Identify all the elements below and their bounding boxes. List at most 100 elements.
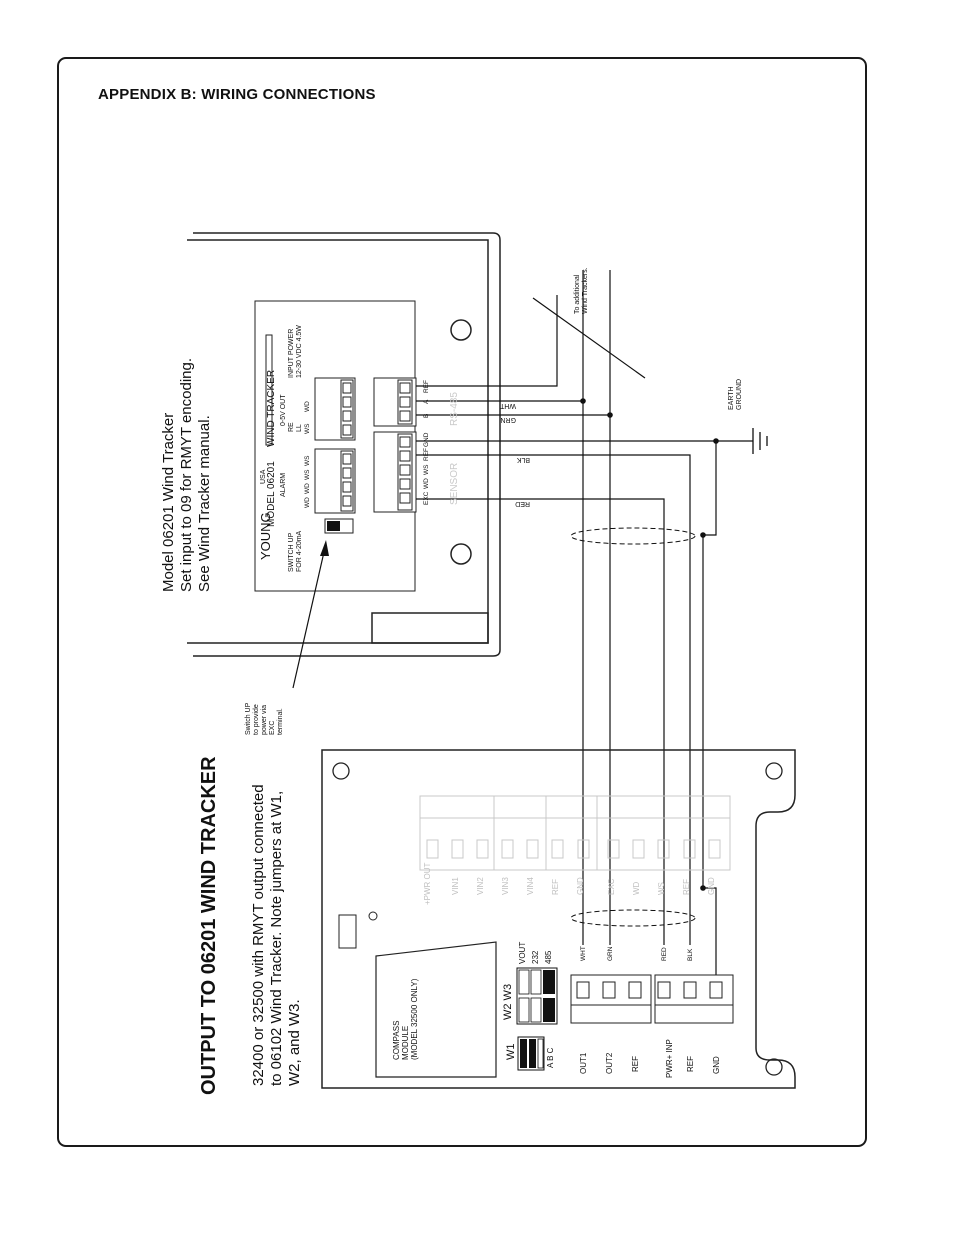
terminal-ref: REF <box>423 380 430 393</box>
out-label: 0-5V OUT <box>280 394 287 426</box>
gray-terminal-label: VIN3 <box>501 877 510 895</box>
v485-label: 485 <box>544 950 553 964</box>
terminal-wd: WD <box>423 478 430 489</box>
gray-terminal-label: VIN4 <box>526 877 535 895</box>
gray-terminal-label: GND <box>707 877 716 895</box>
additional-trackers-line <box>532 297 646 379</box>
input-power: INPUT POWER 12-30 VDC 4.5W <box>288 325 304 378</box>
wire-label-grn: GRN <box>500 416 516 423</box>
gray-terminal-strip <box>419 795 731 871</box>
wire-label-grn: GRN <box>607 946 614 961</box>
tracker-note-line: Model 06201 Wind Tracker <box>160 412 177 592</box>
additional-line: To additional <box>574 274 581 314</box>
out-sub-2: LL <box>296 424 304 432</box>
earth-line: GROUND <box>736 378 743 410</box>
description-text: 32400 or 32500 with RMYT output connecte… <box>250 784 304 1086</box>
w2-w3-label: W2 W3 <box>502 983 514 1020</box>
terminal-block-sensor <box>373 431 417 513</box>
board-hole <box>765 1058 783 1076</box>
compass-line: (MODEL 32500 ONLY) <box>410 978 419 1060</box>
compass-line: MODULE <box>401 1025 410 1060</box>
wire-gnd <box>416 440 717 536</box>
terminal-gnd: GND <box>712 1056 721 1074</box>
terminal-exc: EXC <box>423 491 430 505</box>
alarm-terminal: WS <box>304 455 311 466</box>
earth-ground-symbol <box>752 428 768 454</box>
terminal-ws: WS <box>423 464 430 475</box>
earth-ground-label: EARTH GROUND <box>728 379 744 410</box>
out-terminal-ws: WS <box>304 423 311 434</box>
additional-line: Wind Trackers. <box>582 267 589 314</box>
switch-label-line: SWITCH UP <box>288 532 295 572</box>
terminal-out1: OUT1 <box>579 1052 588 1074</box>
gray-terminal-label: VIN1 <box>451 877 460 895</box>
cable-shield <box>570 909 696 927</box>
gray-terminal-label: GND <box>576 877 585 895</box>
model-label: MODEL 06201 <box>266 461 277 527</box>
description-line: W2, and W3. <box>286 999 303 1086</box>
switch-label: SWITCH UP FOR 4-20mA <box>288 531 304 572</box>
gray-terminal-label: REF <box>551 879 560 895</box>
board-hole <box>765 762 783 780</box>
compass-module-outline <box>375 941 497 1078</box>
switch-note: Switch UP to provide power via EXC termi… <box>245 703 285 735</box>
wire-label-blk: BLK <box>687 948 694 961</box>
terminal-block-power <box>654 974 734 1024</box>
wire-label-blk: BLK <box>516 456 530 463</box>
switch-note-arrow <box>292 540 329 689</box>
alarm-label: ALARM <box>280 472 287 497</box>
terminal-pwr-inp: PWR+ INP <box>665 1039 674 1078</box>
description-line: 32400 or 32500 with RMYT output connecte… <box>250 784 267 1086</box>
jumper-w1 <box>517 1036 545 1071</box>
alarm-terminal: WD <box>304 497 311 508</box>
tracker-note-line: See Wind Tracker manual. <box>196 415 213 592</box>
board-hole <box>332 762 350 780</box>
out-sub-line: RE <box>288 422 295 432</box>
tracker-note-line: Set input to 09 for RMYT encoding. <box>178 357 195 592</box>
mount-hole <box>450 543 472 565</box>
gray-terminal-label: +PWR OUT <box>423 862 432 905</box>
gray-terminal-label: REF <box>682 879 691 895</box>
switch-note-line: EXC <box>269 720 276 735</box>
terminal-b: B <box>423 413 430 418</box>
out-sub: RE <box>288 422 296 432</box>
display-slot <box>265 334 273 446</box>
out-sub-line: LL <box>296 424 303 432</box>
w1-label: W1 <box>505 1043 517 1061</box>
wire-ref <box>416 295 558 387</box>
alarm-terminal: WS <box>304 469 311 480</box>
gray-terminal-label: WD <box>632 881 641 895</box>
wire-label-wht: WHT <box>499 402 516 409</box>
switch-note-line: Switch UP <box>245 702 252 735</box>
compass-line: COMPASS <box>392 1020 401 1060</box>
junction-dots <box>580 398 719 891</box>
terminal-a: A <box>423 399 430 404</box>
earth-line: EARTH <box>728 386 735 410</box>
wind-tracker-enclosure <box>187 232 501 657</box>
wind-tracker-name: WIND TRACKER <box>266 369 277 447</box>
board-slot <box>338 914 357 949</box>
terminal-ref: REF <box>631 1056 640 1072</box>
wire-label-red: RED <box>515 500 530 507</box>
terminal-block-alarm <box>314 448 356 514</box>
wire-label-wht: WHT <box>580 946 587 961</box>
switch-note-line: power via <box>261 705 268 735</box>
tracker-note: Model 06201 Wind Tracker Set input to 09… <box>160 358 214 592</box>
additional-trackers-note: To additional Wind Trackers. <box>574 267 590 314</box>
wire-label-red: RED <box>661 947 668 961</box>
terminal-block-rs485 <box>373 377 417 427</box>
wires <box>416 270 753 975</box>
mount-hole <box>450 319 472 341</box>
gray-terminal-label: VIN2 <box>476 877 485 895</box>
terminal-block-out <box>314 377 356 441</box>
description-line: to 06102 Wind Tracker. Note jumpers at W… <box>268 790 285 1086</box>
v232-label: 232 <box>531 950 540 964</box>
dip-switch <box>324 518 354 534</box>
terminal-ref-2: REF <box>423 448 430 461</box>
wire-shield <box>702 535 717 975</box>
switch-label-line: FOR 4-20mA <box>296 530 303 572</box>
section-title: OUTPUT TO 06201 WIND TRACKER <box>198 756 220 1095</box>
gray-terminal-label: EXC <box>607 878 616 895</box>
wire-b-grn <box>416 414 611 945</box>
